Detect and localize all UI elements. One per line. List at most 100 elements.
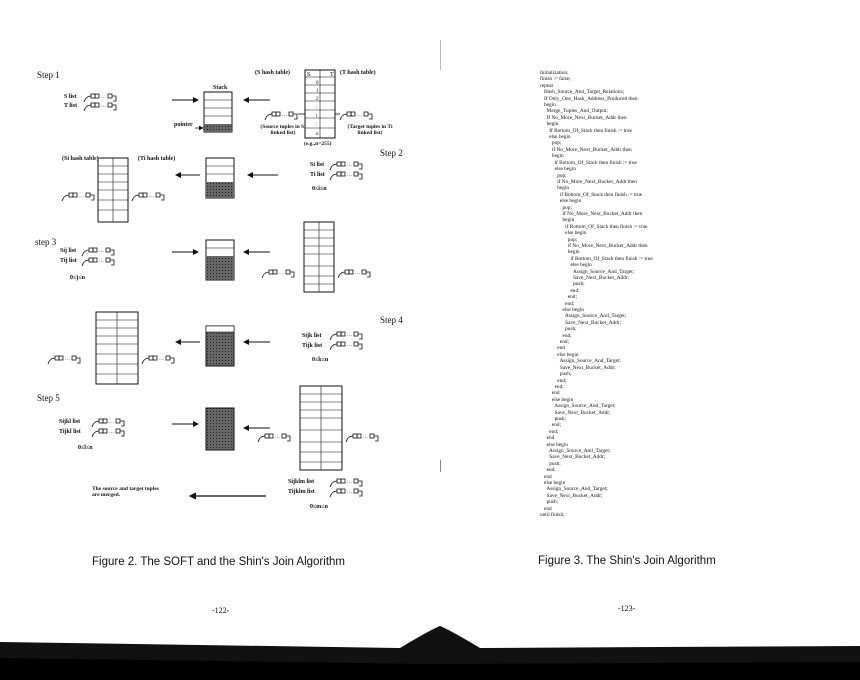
code-line: else begin bbox=[540, 134, 571, 141]
code-line: end; bbox=[540, 332, 572, 339]
pointer-label: pointer bbox=[174, 122, 193, 128]
code-line: push; bbox=[540, 415, 567, 422]
code-line: Save_Next_Bucket_Addr; bbox=[540, 364, 616, 371]
code-line: if No_More_Next_Bucket_Addr then bbox=[540, 178, 637, 185]
code-line: else begin bbox=[540, 307, 584, 314]
code-line: If Bottom_Of_Stack then finish := true bbox=[540, 127, 632, 134]
code-line: end bbox=[540, 505, 552, 512]
code-line: finish := false; bbox=[540, 76, 571, 83]
soft-join-diagram: … S T 01 2: i: n bbox=[47, 69, 379, 500]
svg-text::: : bbox=[316, 123, 317, 128]
code-line: else begin bbox=[540, 198, 582, 205]
gutter-mark bbox=[440, 40, 441, 70]
step-4-label: Step 4 bbox=[380, 315, 403, 325]
ti-list-label: Ti list bbox=[310, 172, 325, 178]
code-line: If No_More_Next_Bucket_Addr then bbox=[540, 114, 627, 121]
code-line: Hash_Source_And_Target_Relations; bbox=[540, 89, 625, 96]
step-3-label: step 3 bbox=[35, 237, 57, 247]
gutter-mark bbox=[440, 460, 441, 472]
code-line: begin bbox=[540, 185, 569, 192]
tijkl-list-label: Tijkl list bbox=[59, 429, 81, 435]
code-line: Merge_Tuples_And_Output; bbox=[540, 108, 608, 115]
code-line: Save_Next_Bucket_Addr; bbox=[540, 409, 611, 416]
code-line: pop; bbox=[540, 172, 567, 179]
step-1-label: Step 1 bbox=[37, 70, 60, 80]
code-line: end; bbox=[540, 428, 559, 435]
range-m-label: 0≤m≤n bbox=[310, 504, 328, 510]
code-line: end; bbox=[540, 383, 564, 390]
code-line: begin bbox=[540, 153, 564, 160]
code-line: push; bbox=[540, 499, 559, 506]
code-line: if Bottom_Of_Stack then finish := true bbox=[540, 255, 653, 262]
si-list-label: Si list bbox=[310, 162, 325, 168]
code-line: else begin bbox=[540, 480, 566, 486]
code-line: end bbox=[540, 390, 560, 397]
range-j-label: 0≤j≤n bbox=[70, 275, 85, 281]
code-line: end bbox=[540, 345, 565, 352]
code-line: end; bbox=[540, 339, 569, 346]
si-hash-table-label: (Si hash table) bbox=[62, 156, 99, 162]
code-line: if No_More_Next_Bucket_Addr then bbox=[540, 210, 643, 217]
step-2-label: Step 2 bbox=[380, 148, 403, 158]
code-line: else begin bbox=[540, 166, 576, 173]
svg-text:i: i bbox=[316, 114, 318, 119]
code-line: end; bbox=[540, 300, 575, 307]
algorithm-code: Initialization;finish := false;repeat Ha… bbox=[540, 70, 653, 518]
s-list-label: S list bbox=[64, 94, 77, 100]
hash-header-t: T bbox=[330, 72, 334, 78]
figure-3-caption: Figure 3. The Shin's Join Algorithm bbox=[538, 555, 716, 567]
sijkl-list-label: Sijkl list bbox=[59, 419, 81, 425]
code-line: push; bbox=[540, 460, 561, 467]
code-line: Save_Next_Bucket_Addr; bbox=[540, 275, 630, 281]
range-i-label: 0≤i≤n bbox=[312, 186, 327, 192]
code-line: end bbox=[540, 473, 552, 480]
code-line: end; bbox=[540, 287, 580, 294]
svg-text:0: 0 bbox=[316, 81, 319, 86]
source-tuples-label: (Source tuples in Si linked list) bbox=[260, 124, 306, 136]
code-line: pop; bbox=[540, 140, 562, 147]
tijklm-list-label: Tijklm list bbox=[288, 489, 315, 495]
code-line: end; bbox=[540, 467, 556, 474]
page-number-right: -123- bbox=[618, 604, 636, 613]
page-number-left: -122- bbox=[212, 606, 230, 615]
s-hash-table-label: (S hash table) bbox=[255, 70, 291, 76]
svg-text::: : bbox=[316, 105, 317, 110]
figure-2-caption: Figure 2. The SOFT and the Shin's Join A… bbox=[92, 556, 345, 568]
step-5-label: Step 5 bbox=[37, 393, 60, 403]
book-spine-shadow bbox=[0, 626, 860, 680]
code-line: Save_Next_Bucket_Addr; bbox=[540, 319, 622, 326]
t-list-label: T list bbox=[64, 103, 78, 109]
code-line: else begin bbox=[540, 262, 592, 269]
code-line: Assign_Source_And_Target; bbox=[540, 403, 616, 410]
code-line: if Bottom_Of_Stack then finish := true bbox=[540, 159, 637, 166]
code-line: Assign_Source_And_Target; bbox=[540, 268, 635, 275]
code-line: until finish; bbox=[540, 512, 565, 519]
code-line: end; bbox=[540, 377, 567, 384]
sijklm-list-label: Sijklm list bbox=[288, 479, 315, 485]
stack-label: Stack bbox=[213, 85, 228, 91]
hash-header-s: S bbox=[307, 72, 310, 78]
code-line: if Bottom_Of_Stack then finish := true bbox=[540, 191, 643, 198]
svg-text:2: 2 bbox=[316, 97, 319, 102]
code-line: end; bbox=[540, 422, 562, 429]
svg-text:1: 1 bbox=[316, 89, 319, 94]
code-line: Assign_Source_And_Target; bbox=[540, 486, 608, 493]
code-line: If Only_One_Hash_Address_Produced then bbox=[540, 95, 638, 102]
svg-text:n: n bbox=[316, 132, 319, 137]
code-line: repeat bbox=[540, 82, 553, 89]
example-label: (e.g.,n=255) bbox=[304, 141, 332, 147]
code-line: push; bbox=[540, 281, 585, 288]
code-line: Assign_Source_And_Target; bbox=[540, 358, 621, 365]
code-line: begin bbox=[540, 121, 559, 128]
tijk-list-label: Tijk list bbox=[302, 343, 323, 349]
code-line: push; bbox=[540, 371, 572, 378]
range-k-label: 0≤k≤n bbox=[312, 357, 329, 363]
code-line: Save_Next_Bucket_Addr; bbox=[540, 454, 606, 461]
tij-list-label: Tij list bbox=[60, 258, 77, 264]
code-line: begin bbox=[540, 249, 580, 256]
code-line: end; bbox=[540, 294, 577, 301]
code-line: Assign_Source_And_Target; bbox=[540, 447, 611, 454]
ti-hash-table-label: (Ti hash table) bbox=[138, 156, 176, 162]
sij-list-label: Sij list bbox=[60, 248, 77, 254]
code-line: else begin bbox=[540, 396, 574, 403]
